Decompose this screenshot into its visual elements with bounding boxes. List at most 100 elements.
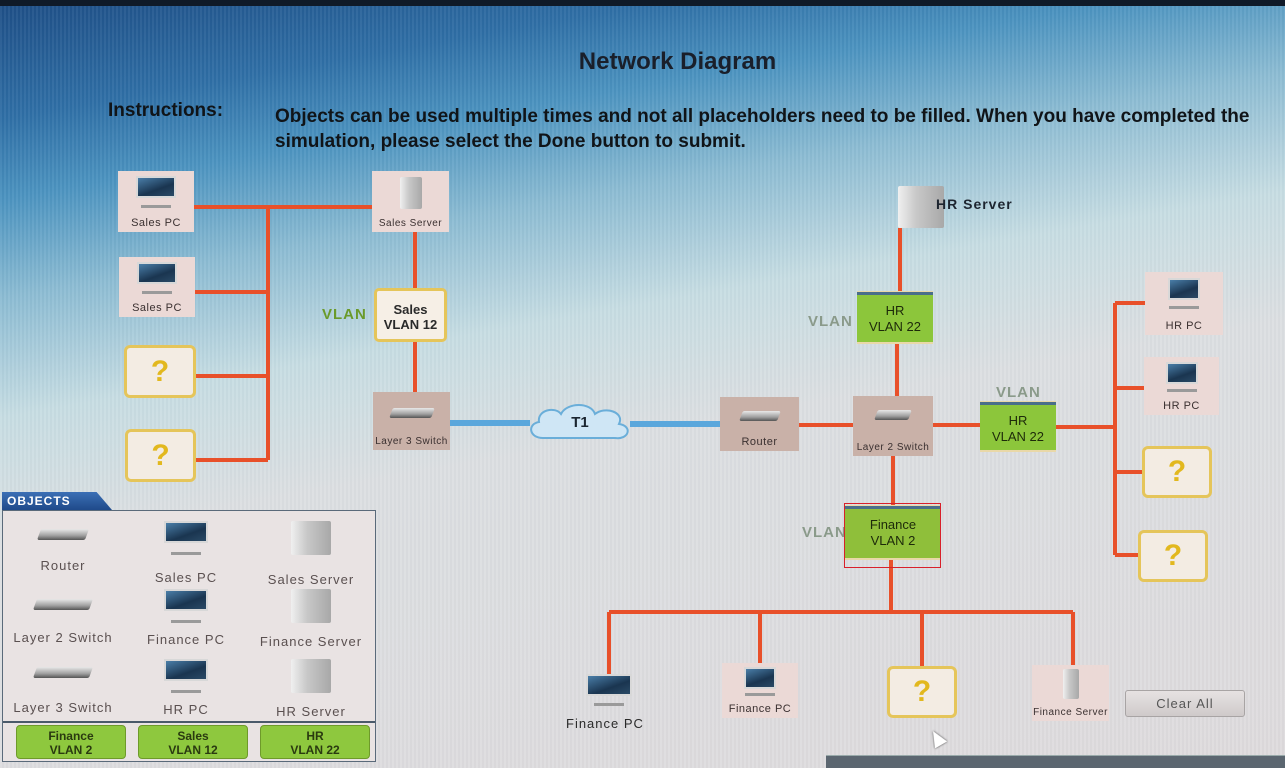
vlan-line2: VLAN 2 (49, 743, 93, 757)
object-hr-pc[interactable]: HR PC (126, 657, 246, 725)
object-finance-pc[interactable]: Finance PC (126, 587, 246, 655)
question-mark-icon: ? (1167, 455, 1187, 488)
question-mark-icon: ? (150, 355, 170, 388)
hr-pc-node[interactable]: HR PC (1145, 272, 1223, 335)
sales-server-node[interactable]: Sales Server (372, 171, 449, 232)
vlan-line2: VLAN 22 (290, 743, 340, 757)
vlan-tag-label: VLAN (322, 306, 367, 323)
finance-vlan2-slot[interactable]: Finance VLAN 2 (845, 506, 941, 558)
node-label: HR PC (1165, 320, 1203, 332)
wan-label: T1 (571, 414, 589, 431)
vlan-line2: VLAN 2 (870, 533, 916, 548)
switch-icon (874, 410, 912, 420)
placeholder-slot[interactable]: ? (887, 666, 957, 718)
switch-icon (32, 599, 94, 610)
hr-pc-node[interactable]: HR PC (1144, 357, 1219, 415)
placeholder-slot[interactable]: ? (1138, 530, 1208, 582)
pc-icon (744, 667, 776, 689)
object-label: Finance Server (259, 634, 363, 649)
sales-pc-node[interactable]: Sales PC (119, 257, 195, 317)
vlan-tag-label: VLAN (808, 313, 853, 330)
server-icon (399, 177, 422, 209)
node-label: Router (741, 436, 778, 448)
node-label: HR PC (1163, 400, 1200, 412)
object-label: Finance PC (147, 632, 225, 647)
pc-icon (1165, 362, 1198, 384)
vlan-line1: Finance (869, 517, 917, 532)
node-label: Layer 2 Switch (856, 442, 930, 453)
pc-base (745, 693, 775, 696)
node-label: Sales PC (131, 217, 181, 229)
question-mark-icon: ? (1163, 539, 1183, 572)
object-layer2-switch[interactable]: Layer 2 Switch (3, 587, 123, 655)
node-label: Sales Server (378, 218, 443, 229)
object-label: Layer 3 Switch (13, 700, 113, 715)
instructions-text: Objects can be used multiple times and n… (275, 106, 1250, 152)
node-label: Layer 3 Switch (375, 436, 448, 447)
question-mark-icon: ? (151, 439, 170, 472)
pc-base (171, 690, 201, 693)
router-node[interactable]: Router (720, 397, 799, 451)
pc-base (594, 703, 624, 706)
placeholder-slot[interactable]: ? (1142, 446, 1212, 498)
vlan-line1: HR (306, 729, 324, 743)
layer3-switch-node[interactable]: Layer 3 Switch (373, 392, 450, 450)
object-hr-server[interactable]: HR Server (251, 657, 371, 725)
node-label: Finance Server (1033, 707, 1108, 718)
object-label: Layer 2 Switch (13, 630, 113, 645)
vlan-line2: VLAN 22 (991, 429, 1045, 444)
server-icon (291, 589, 331, 623)
pc-icon (1168, 278, 1200, 300)
hr-vlan22-right-slot[interactable]: HR VLAN 22 (980, 402, 1056, 450)
layer2-switch-node[interactable]: Layer 2 Switch (853, 396, 933, 456)
object-finance-server[interactable]: Finance Server (251, 587, 371, 655)
sales-vlan12-slot[interactable]: Sales VLAN 12 (374, 288, 447, 342)
pc-base (171, 552, 201, 555)
finance-pc-free-node[interactable] (585, 674, 633, 710)
hr-server-icon[interactable] (898, 186, 944, 228)
cloud-icon (530, 404, 629, 440)
vlan-tag-label: VLAN (802, 524, 847, 541)
object-label: Sales Server (267, 572, 355, 587)
window-top-bar (0, 0, 1285, 6)
bottom-panel-edge (826, 755, 1285, 768)
pc-base (142, 291, 172, 294)
vlan-line1: Sales (393, 302, 428, 317)
hr-vlan22-slot[interactable]: HR VLAN 22 (857, 292, 933, 342)
router-icon (36, 529, 90, 540)
object-finance-vlan2[interactable]: Finance VLAN 2 (16, 725, 126, 759)
pc-icon (137, 262, 177, 284)
selection-outline (844, 503, 941, 568)
pc-base (141, 205, 171, 208)
finance-pc-node[interactable]: Finance PC (722, 663, 798, 718)
vlan-line1: Sales (177, 729, 209, 743)
server-icon (291, 659, 331, 693)
node-label: Finance PC (566, 716, 644, 731)
node-label: Finance PC (728, 703, 792, 715)
clear-all-button[interactable]: Clear All (1125, 690, 1245, 717)
switch-icon (32, 667, 94, 678)
server-icon (1062, 669, 1079, 699)
object-sales-server[interactable]: Sales Server (251, 515, 371, 587)
t1-cloud: T1 (525, 400, 635, 446)
object-router[interactable]: Router (3, 513, 123, 581)
vlan-tag-label: VLAN (996, 384, 1041, 401)
placeholder-slot[interactable]: ? (124, 345, 196, 398)
finance-server-node[interactable]: Finance Server (1032, 665, 1109, 721)
placeholder-slot[interactable]: ? (125, 429, 196, 482)
object-sales-vlan12[interactable]: Sales VLAN 12 (138, 725, 248, 759)
object-hr-vlan22[interactable]: HR VLAN 22 (260, 725, 370, 759)
objects-panel-title: OBJECTS (2, 492, 112, 510)
server-icon (291, 521, 331, 555)
vlan-line1: HR (1008, 413, 1028, 428)
sales-pc-node[interactable]: Sales PC (118, 171, 194, 232)
object-sales-pc[interactable]: Sales PC (126, 515, 246, 585)
instructions-label: Instructions: (108, 100, 224, 121)
vlan-line2: VLAN 12 (383, 317, 438, 332)
question-mark-icon: ? (912, 675, 932, 708)
switch-icon (388, 408, 435, 418)
pc-icon (164, 589, 208, 611)
object-layer3-switch[interactable]: Layer 3 Switch (3, 657, 123, 725)
